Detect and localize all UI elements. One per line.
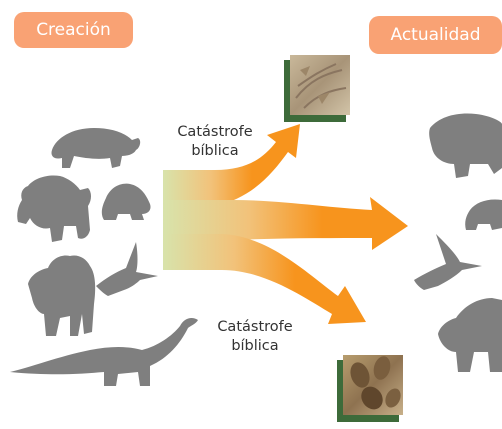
creation-label: Creación <box>14 12 133 48</box>
caption-line: bíblica <box>168 142 262 161</box>
gorilla-icon <box>438 298 502 372</box>
flow-arrow-down <box>163 234 366 324</box>
sauropod-icon <box>10 318 198 386</box>
fossil-bottom <box>337 354 404 422</box>
catastrophe-caption-bottom: Catástrofe bíblica <box>200 318 310 356</box>
caption-line: Catástrofe <box>200 318 310 337</box>
gorilla-icon <box>28 255 95 336</box>
fossil-top <box>284 55 350 122</box>
present-label: Actualidad <box>369 16 502 54</box>
bear-icon <box>429 114 502 178</box>
catastrophe-caption-top: Catástrofe bíblica <box>168 123 262 161</box>
caption-line: bíblica <box>200 337 310 356</box>
bear-icon <box>51 128 140 168</box>
pterosaur-icon <box>414 234 482 290</box>
frog-icon <box>102 184 151 220</box>
frog-icon <box>465 199 502 230</box>
bear-icon <box>17 175 91 242</box>
pterosaur-icon <box>96 242 158 296</box>
caption-line: Catástrofe <box>168 123 262 142</box>
right-animals <box>414 114 502 372</box>
